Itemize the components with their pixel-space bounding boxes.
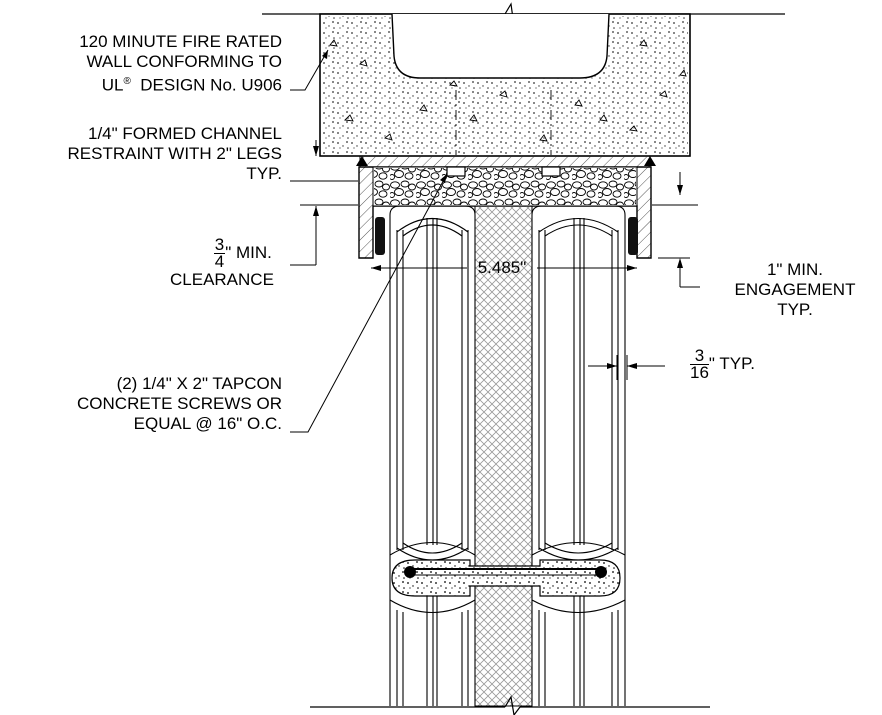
label-screws-line2: CONCRETE SCREWS OR [77, 394, 282, 413]
rebar-right [595, 566, 607, 578]
gap-numerator: 3 [690, 347, 709, 365]
label-engagement-line1: 1" MIN. [766, 260, 824, 279]
sealant-left [375, 217, 385, 255]
label-screws: (2) 1/4" X 2" TAPCON CONCRETE SCREWS OR … [77, 374, 282, 434]
fire-stop-strip [359, 155, 651, 168]
label-screws-line1: (2) 1/4" X 2" TAPCON [116, 374, 282, 393]
glass-core [474, 205, 533, 707]
gap-text: " TYP. [708, 353, 755, 373]
dimension-arrows [313, 50, 683, 369]
label-engagement-line2: ENGAGEMENT [734, 280, 856, 299]
rebar-left [404, 566, 416, 578]
sealant-right [628, 217, 638, 255]
clearance-denominator: 4 [214, 252, 225, 271]
gap-denominator: 16 [690, 363, 709, 382]
label-fire-wall-line2: WALL CONFORMING TO [86, 52, 282, 71]
annotation-leaders [290, 49, 700, 433]
registered-mark: ® [123, 76, 131, 87]
formed-channel [358, 166, 652, 259]
ul-mark: UL [101, 75, 124, 95]
label-engagement: 1" MIN. ENGAGEMENT TYP. [720, 260, 870, 320]
label-channel-line2: RESTRAINT WITH 2" LEGS [67, 144, 282, 163]
label-channel-line3: TYP. [246, 164, 282, 183]
bottom-break-line [310, 695, 710, 715]
label-fire-wall: 120 MINUTE FIRE RATED WALL CONFORMING TO… [79, 32, 282, 96]
glass-block-left [389, 205, 476, 706]
clearance-numerator: 3 [213, 235, 226, 254]
label-screws-line3: EQUAL @ 16" O.C. [133, 414, 282, 433]
concrete-wall [319, 13, 691, 157]
label-fire-wall-line3: UL® DESIGN No. U906 [79, 72, 282, 96]
label-width-dimension: 5.485" [477, 258, 527, 277]
label-channel: 1/4" FORMED CHANNEL RESTRAINT WITH 2" LE… [68, 124, 282, 184]
label-clearance-line2: CLEARANCE [170, 270, 274, 289]
design-number: DESIGN No. U906 [140, 75, 282, 95]
label-channel-line1: 1/4" FORMED CHANNEL [87, 124, 282, 143]
glass-block-right [531, 205, 626, 706]
mortar-joint [391, 559, 621, 597]
label-engagement-line3: TYP. [777, 300, 813, 319]
label-fire-wall-line1: 120 MINUTE FIRE RATED [79, 32, 282, 51]
clearance-text: " MIN. [225, 242, 272, 262]
